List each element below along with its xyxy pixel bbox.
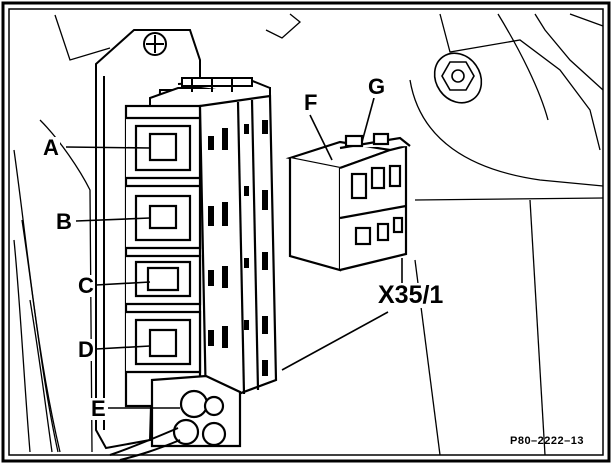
cable-grommet: [150, 374, 242, 448]
box-side-face: [198, 94, 278, 408]
callout-c: C: [77, 273, 95, 298]
callout-b: B: [55, 209, 73, 234]
body-panel-right: [265, 13, 604, 456]
hex-bolt: [433, 52, 483, 104]
body-panel-left: [13, 14, 111, 453]
box-front-face: [124, 104, 202, 408]
callout-g: G: [367, 74, 387, 99]
connector-x35-1: [285, 132, 411, 272]
callout-f: F: [303, 90, 319, 115]
box-side-slots: [208, 120, 268, 376]
figure-reference-code: P80–2222–13: [509, 435, 584, 447]
bracket-screw: [143, 32, 167, 56]
callout-d: D: [77, 337, 95, 362]
leader-lines: [65, 97, 403, 409]
cable: [109, 427, 181, 461]
callout-e: E: [90, 396, 107, 421]
callout-a: A: [42, 135, 60, 160]
inner-frame: [8, 8, 604, 456]
callout-x35-1: X35/1: [377, 281, 445, 309]
